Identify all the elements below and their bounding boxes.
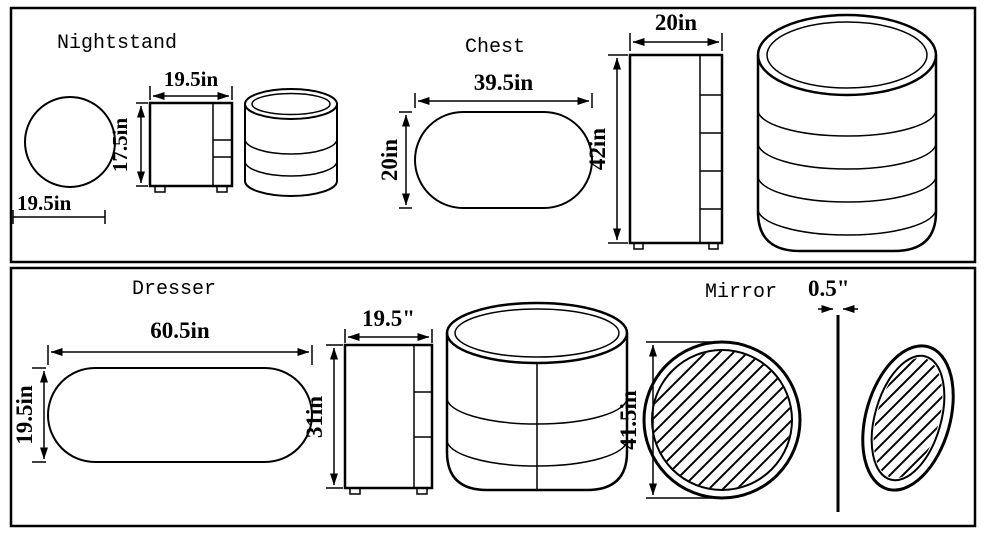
mirror-side-view bbox=[818, 305, 858, 512]
nightstand-perspective-view bbox=[244, 88, 338, 197]
dresser-perspective-view bbox=[445, 301, 629, 492]
nightstand-top-diameter-dimension: 19.5in bbox=[17, 191, 72, 215]
dresser-top-view bbox=[32, 345, 313, 463]
chest-front-width-dimension: 20in bbox=[654, 10, 698, 35]
top-panel-border bbox=[9, 6, 977, 264]
chest-top-depth-dimension: 20in bbox=[377, 138, 402, 182]
dresser-top-depth-dimension: 19.5in bbox=[12, 385, 37, 445]
dresser-front-height-dimension: 31in bbox=[302, 395, 327, 439]
chest-top-view bbox=[399, 93, 593, 209]
chest-label: Chest bbox=[465, 36, 526, 59]
chest-top-width-dimension: 39.5in bbox=[473, 70, 534, 95]
bottom-panel-border bbox=[9, 266, 977, 528]
mirror-oval-slats bbox=[861, 349, 955, 487]
nightstand-front-width-dimension: 19.5in bbox=[163, 67, 219, 91]
dresser-top-width-dimension: 60.5in bbox=[150, 318, 210, 343]
panel-borders bbox=[9, 6, 977, 528]
chest-perspective-view bbox=[756, 13, 938, 253]
dresser-label: Dresser bbox=[132, 278, 217, 301]
dresser-front-view bbox=[326, 329, 434, 495]
chest-front-height-dimension: 42in bbox=[585, 127, 610, 171]
nightstand-label: Nightstand bbox=[57, 32, 178, 55]
mirror-thickness-dimension: 0.5" bbox=[808, 276, 850, 301]
mirror-slats bbox=[653, 351, 791, 489]
mirror-diameter-dimension: 41.5in bbox=[616, 390, 641, 450]
nightstand-top-view bbox=[12, 96, 116, 224]
nightstand-front-height-dimension: 17.5in bbox=[108, 117, 132, 173]
mirror-perspective-view bbox=[861, 344, 955, 492]
dresser-front-width-dimension: 19.5" bbox=[361, 306, 416, 331]
mirror-label: Mirror bbox=[705, 281, 778, 304]
chest-front-view bbox=[608, 33, 724, 250]
mirror-front-view bbox=[642, 340, 802, 500]
nightstand-front-view bbox=[136, 86, 234, 193]
